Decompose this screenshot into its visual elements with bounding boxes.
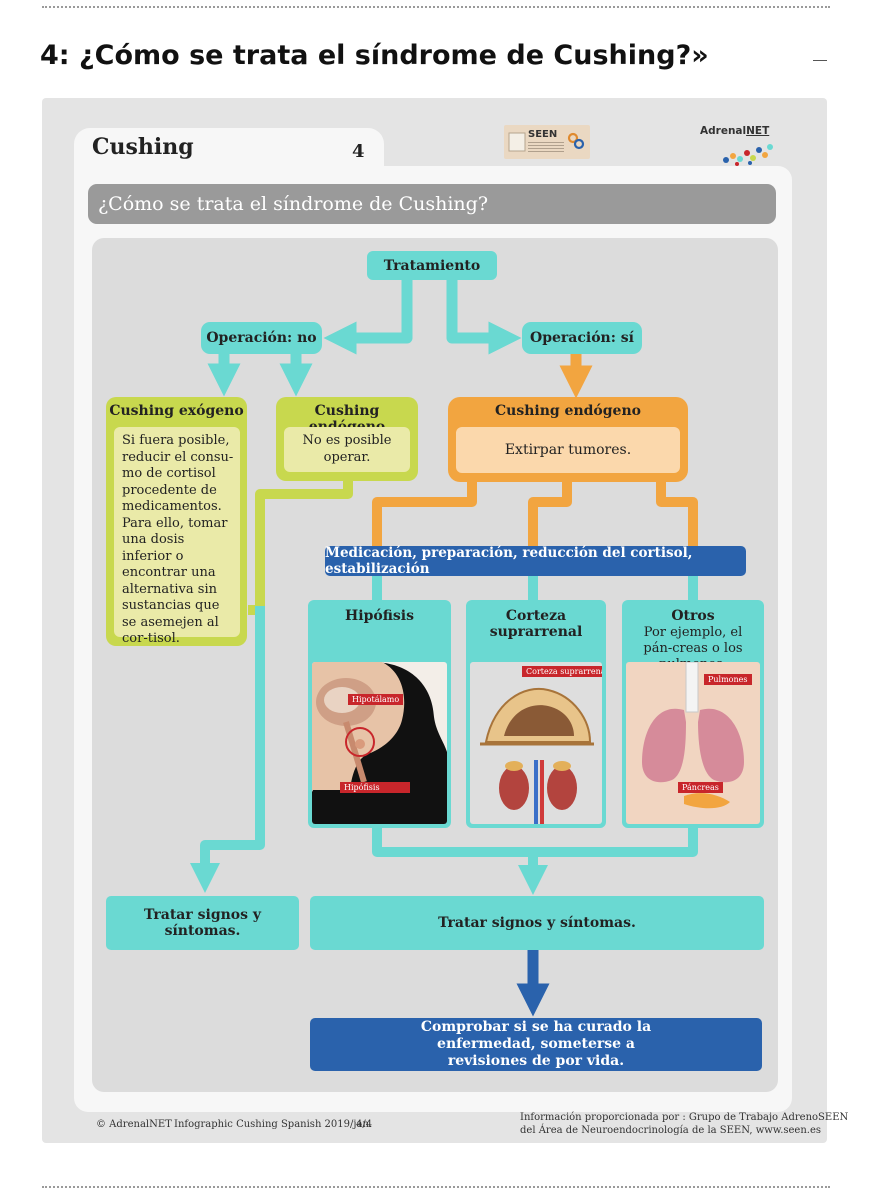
node-tratar-signos-left: Tratar signos y síntomas.: [106, 896, 299, 950]
seen-mark-icon: [567, 132, 585, 150]
endogeno-si-title: Cushing endógeno: [495, 403, 641, 419]
node-comprobar: Comprobar si se ha curado la enfermedad,…: [310, 1018, 762, 1071]
hipofisis-title: Hipófisis: [345, 608, 414, 624]
adrenalnet-logo-text: AdrenalNET: [700, 125, 770, 137]
lungs-icon: [642, 662, 744, 809]
node-tratar-signos-right: Tratar signos y síntomas.: [310, 896, 764, 950]
corteza-title: Corteza suprarrenal: [489, 608, 583, 640]
infographic-page-number: 4: [352, 141, 365, 162]
infographic-title: Cushing: [92, 134, 194, 160]
otros-illustration: Pulmones Páncreas: [626, 662, 760, 824]
seen-emblem-icon: [508, 132, 526, 152]
infographic-banner: ¿Cómo se trata el síndrome de Cushing?: [88, 184, 776, 224]
endogeno-no-text: No es posible operar.: [284, 427, 410, 472]
footer-page: 4/4: [356, 1119, 373, 1130]
seen-logo-subtitle: [528, 142, 564, 152]
node-tratamiento: Tratamiento: [367, 251, 497, 280]
seen-logo-text: SEEN: [528, 129, 558, 140]
box-cushing-endogeno-no: Cushing endógeno No es posible operar.: [276, 397, 418, 481]
footer-infographic-label: Infographic Cushing Spanish 2019/jan.: [174, 1119, 373, 1130]
node-operacion-si: Operación: sí: [522, 322, 642, 354]
exogeno-text: Si fuera posible, reducir el consu-mo de…: [114, 427, 240, 646]
bottom-divider: [42, 1186, 830, 1188]
node-operacion-no: Operación: no: [201, 322, 322, 354]
footer-info-line-2: del Área de Neuroendocrinología de la SE…: [520, 1125, 822, 1136]
label-corteza: Corteza suprarrenal: [522, 666, 602, 677]
footer-copyright: © AdrenalNET: [96, 1119, 172, 1130]
box-cushing-exogeno: Cushing exógeno Si fuera posible, reduci…: [106, 397, 247, 646]
endogeno-si-text: Extirpar tumores.: [456, 427, 680, 473]
footer-info-line-1: Información proporcionada por : Grupo de…: [520, 1112, 849, 1123]
collapse-icon[interactable]: [813, 60, 827, 61]
label-pulmones: Pulmones: [704, 674, 752, 685]
otros-title: Otros: [671, 608, 715, 624]
medicacion-bar: Medicación, preparación, reducción del c…: [325, 545, 746, 577]
card-hipofisis: Hipófisis Hipotálamo Hipófisis: [308, 600, 451, 828]
seen-logo: SEEN: [504, 125, 590, 159]
head-profile-icon: [312, 662, 447, 824]
corteza-illustration: Corteza suprarrenal: [470, 662, 602, 824]
top-divider: [42, 6, 830, 8]
label-hipotalamo: Hipotálamo: [348, 694, 404, 705]
box-cushing-endogeno-si: Cushing endógeno Extirpar tumores.: [448, 397, 688, 482]
adrenalnet-logo: AdrenalNET: [700, 125, 780, 166]
adrenal-gland-icon: [480, 687, 594, 824]
card-otros: Otros Por ejemplo, el pán-creas o los pu…: [622, 600, 764, 828]
label-hipofisis: Hipófisis: [340, 782, 410, 793]
page-title: 4: ¿Cómo se trata el síndrome de Cushing…: [40, 40, 709, 71]
adrenalnet-dots-icon: [723, 144, 773, 166]
hipofisis-illustration: Hipotálamo Hipófisis: [312, 662, 447, 824]
card-corteza-suprarrenal: Corteza suprarrenal Corteza suprarrenal: [466, 600, 606, 828]
label-pancreas: Páncreas: [678, 782, 723, 793]
exogeno-title: Cushing exógeno: [109, 403, 244, 419]
